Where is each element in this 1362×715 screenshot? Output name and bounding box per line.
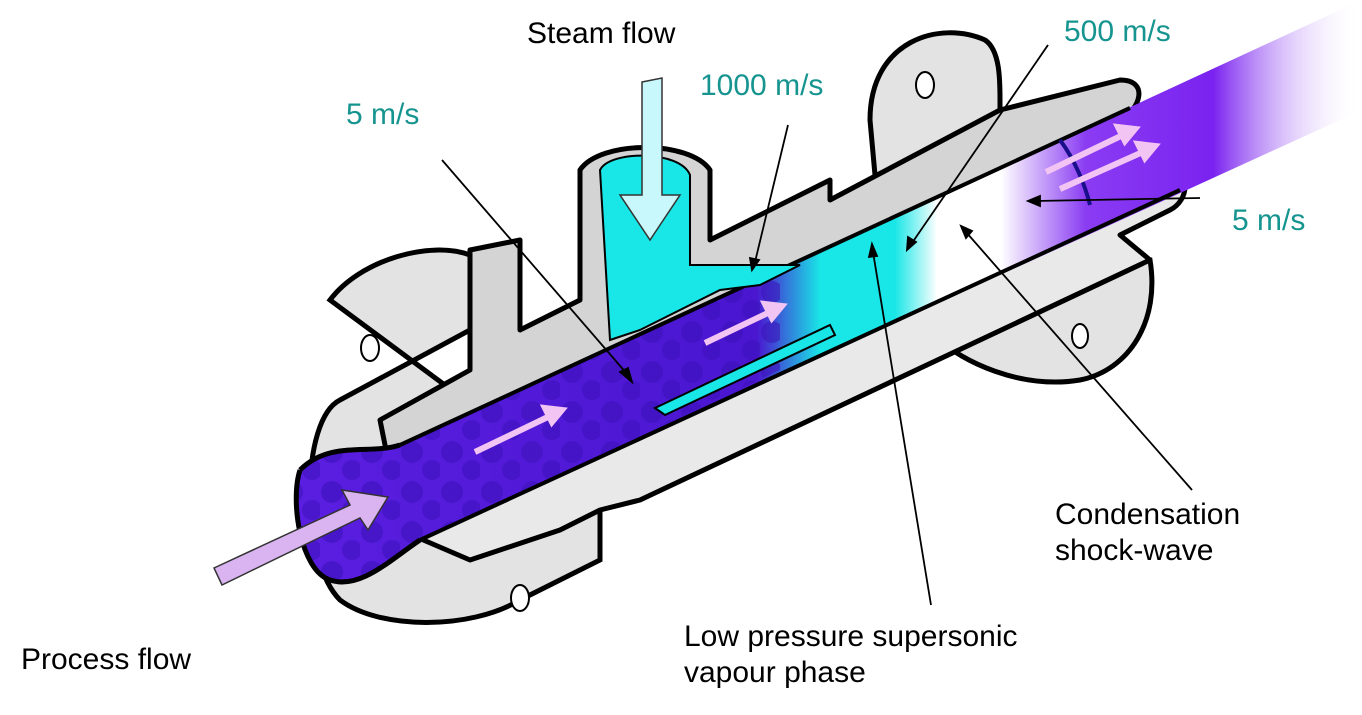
steam-flow-arrow (618, 77, 682, 242)
tube-inlet-rim (293, 469, 422, 585)
right-flange-lower (936, 257, 1155, 385)
tube-bottom-edge (419, 188, 1181, 542)
bolt-hole (510, 584, 530, 612)
bolt-hole (915, 71, 935, 99)
process-bubbles (296, 270, 780, 582)
inlet-speed-label: 5 m/s (346, 98, 420, 131)
condensation-shockwave-label: Condensation shock-wave (1055, 497, 1240, 569)
tube-inlet-rim-top (298, 442, 401, 472)
bolt-hole (360, 334, 380, 362)
leader-lines (441, 44, 1201, 606)
outlet-speed-label: 5 m/s (1232, 204, 1306, 237)
nozzle-speed-label: 1000 m/s (700, 69, 824, 102)
process-flow-label: Process flow (21, 643, 192, 676)
bolt-hole (1071, 323, 1089, 349)
process-flow-arrow (213, 489, 390, 587)
low-pressure-label-line1: Low pressure supersonic (684, 620, 1018, 653)
steam-annulus-lower (653, 323, 837, 417)
supersonic-speed-label: 500 m/s (1064, 15, 1171, 48)
condensation-label-line2: shock-wave (1055, 534, 1214, 567)
steam-flow-label: Steam flow (527, 17, 676, 50)
flow-arrows (473, 123, 1161, 455)
condensation-label-line1: Condensation (1055, 498, 1241, 531)
low-pressure-label-line2: vapour phase (684, 656, 866, 689)
low-pressure-vapour-label: Low pressure supersonic vapour phase (684, 619, 1018, 691)
